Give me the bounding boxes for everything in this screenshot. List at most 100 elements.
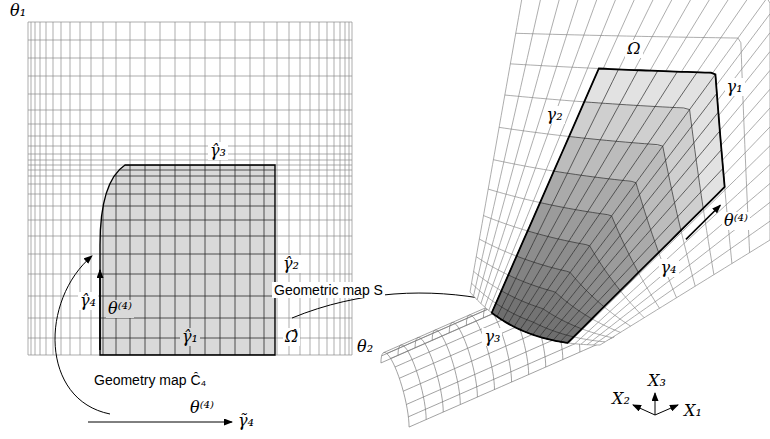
grid-line xyxy=(28,160,352,161)
grid-line xyxy=(345,22,346,355)
grid-line xyxy=(28,254,352,255)
grid-line xyxy=(160,22,161,355)
grid-line xyxy=(264,22,265,355)
grid-line xyxy=(220,22,221,355)
mesh-line xyxy=(466,315,494,390)
axis-label: X₁ xyxy=(682,402,704,420)
boundary-label: γ₁ xyxy=(725,78,745,96)
grid-line xyxy=(334,22,335,355)
boundary-label: γ₂ xyxy=(545,106,565,124)
mesh-line xyxy=(553,150,721,341)
grid-line xyxy=(46,22,47,355)
grid-line xyxy=(250,22,251,355)
domain-label: Ω xyxy=(625,40,642,58)
mesh-line xyxy=(520,0,748,330)
grid-line xyxy=(28,94,352,95)
mesh-line xyxy=(517,256,604,307)
grid-line xyxy=(28,110,352,111)
grid-line xyxy=(345,22,346,355)
grid-line xyxy=(28,40,352,41)
mesh-line xyxy=(557,108,770,341)
grid-line xyxy=(31,22,32,355)
grid-line xyxy=(28,184,352,185)
grid-line xyxy=(28,22,352,23)
grid-line xyxy=(160,22,161,355)
axis-label: X₃ xyxy=(646,372,668,390)
patch-outline xyxy=(492,69,725,343)
grid-line xyxy=(300,22,301,355)
mesh-line xyxy=(501,0,672,320)
grid-line xyxy=(70,22,71,355)
grid-line xyxy=(103,22,104,355)
grid-line xyxy=(300,22,301,355)
grid-line xyxy=(28,22,29,355)
grid-line xyxy=(28,194,352,195)
mesh-line xyxy=(560,168,723,341)
mesh-line xyxy=(526,74,715,332)
grid-line xyxy=(28,318,352,319)
mesh-line xyxy=(497,69,618,316)
mesh-line xyxy=(540,203,638,273)
direction-arrow xyxy=(686,205,720,239)
map-label: Geometry map Ĉ₄ xyxy=(92,372,208,388)
grid-line xyxy=(340,22,341,355)
grid-line xyxy=(28,124,352,125)
mesh-line xyxy=(533,93,717,334)
grid-line xyxy=(28,110,352,111)
axis-label: θ₁ xyxy=(8,2,28,20)
mesh-line xyxy=(514,72,677,327)
mesh-line xyxy=(497,0,654,317)
grid-line xyxy=(319,22,320,355)
direction-label: θ⁽⁴⁾ xyxy=(722,212,750,230)
grid-line xyxy=(145,22,146,355)
boundary-label: γ₄ xyxy=(659,259,679,277)
grid-line xyxy=(235,22,236,355)
mesh-line xyxy=(501,291,581,329)
grid-line xyxy=(28,236,352,237)
axis-arrow xyxy=(633,405,655,415)
grid-line xyxy=(28,274,352,275)
mesh-line xyxy=(511,0,711,325)
grid-line xyxy=(35,22,36,355)
grid-line xyxy=(334,22,335,355)
grid-line xyxy=(53,22,54,355)
map-arrow xyxy=(55,256,110,414)
mesh-line xyxy=(522,0,770,240)
mesh-line xyxy=(539,112,718,337)
grid-line xyxy=(175,22,176,355)
grid-line xyxy=(28,170,352,171)
grid-line xyxy=(319,22,320,355)
grid-line xyxy=(28,136,352,137)
boundary-label: γ̂₁ xyxy=(180,328,200,346)
grid-line xyxy=(28,76,352,77)
grid-line xyxy=(28,254,352,255)
mesh-line xyxy=(432,330,460,405)
grid-line xyxy=(28,76,352,77)
boundary-label: γ₃ xyxy=(482,328,502,346)
grid-line xyxy=(310,22,311,355)
grid-line xyxy=(28,220,352,221)
grid-line xyxy=(28,160,352,161)
mesh-line xyxy=(569,136,681,230)
grid-line xyxy=(46,22,47,355)
grid-line xyxy=(28,206,352,207)
grid-line xyxy=(28,170,352,171)
mesh-line xyxy=(520,72,697,329)
surface-ground xyxy=(470,0,770,345)
axis-arrow xyxy=(655,393,656,415)
mesh-line xyxy=(506,0,692,322)
mesh-line xyxy=(515,0,729,327)
grid-line xyxy=(28,146,352,147)
mesh-line xyxy=(415,338,443,413)
mesh-line xyxy=(398,345,426,420)
grid-line xyxy=(310,22,311,355)
grid-line xyxy=(28,318,352,319)
mesh-line xyxy=(528,231,621,291)
grid-line xyxy=(53,22,54,355)
mesh-line xyxy=(493,0,635,314)
grid-line xyxy=(327,22,328,355)
direction-label: θ⁽⁴⁾ xyxy=(106,300,134,318)
mesh-line xyxy=(594,221,770,345)
grid-line xyxy=(40,22,41,355)
